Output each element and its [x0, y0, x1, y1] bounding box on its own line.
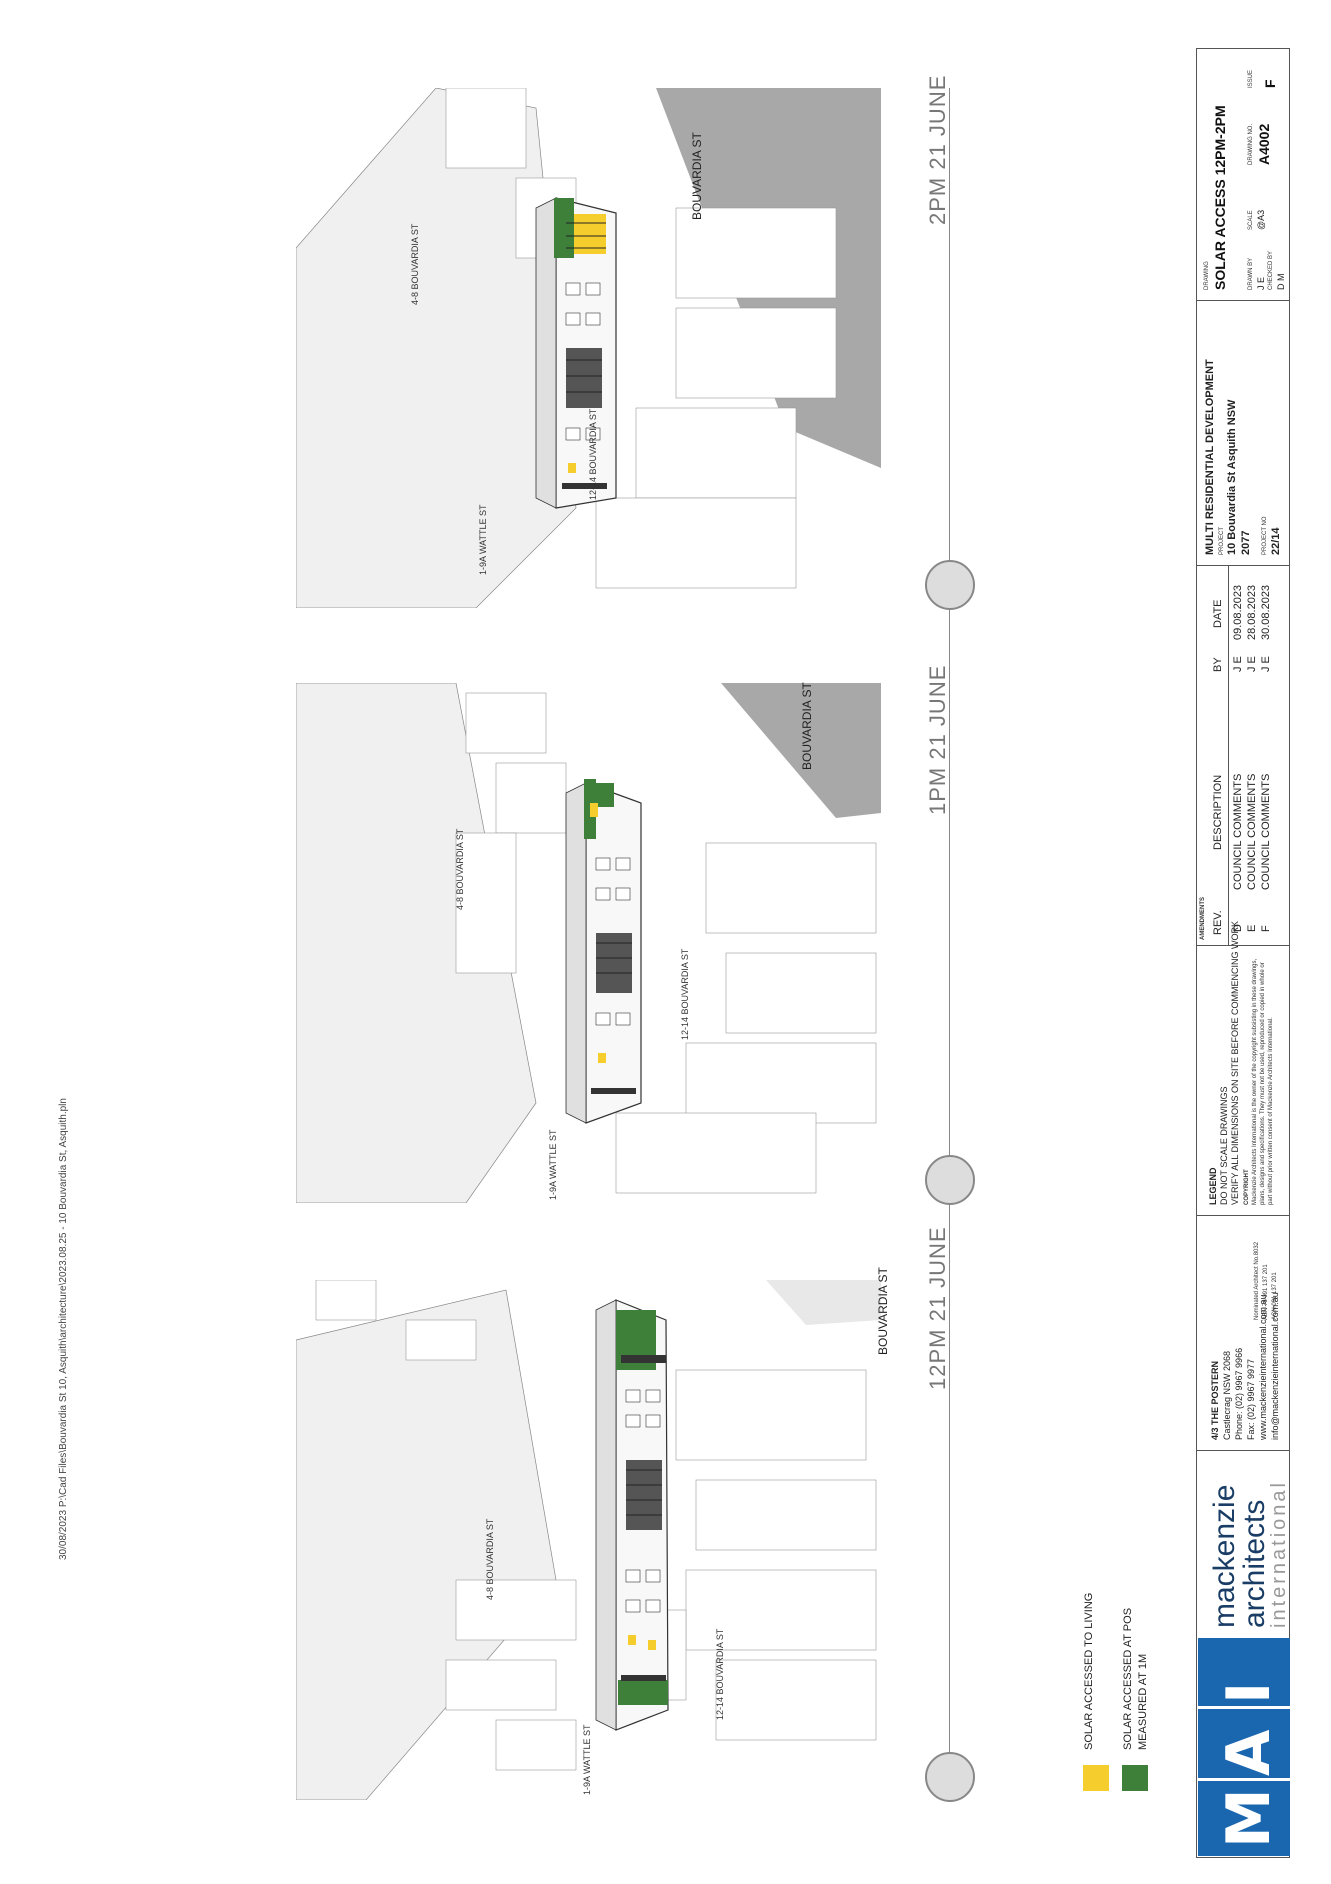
checked-by-label: CHECKED BY: [1268, 250, 1274, 290]
tb-sep-2: [1196, 1215, 1290, 1216]
address-line4: Fax: (02) 9967 9977: [1246, 1358, 1256, 1440]
project-no-label: PROJECT NO: [1262, 516, 1268, 555]
amend-row-1-by: J E: [1246, 656, 1258, 672]
project-address-line2: 2077: [1240, 530, 1252, 555]
legend-label-solar-pos: SOLAR ACCESSED AT POS: [1122, 1607, 1134, 1750]
drawing-label: DRAWING: [1204, 261, 1210, 290]
time-label-1pm: 1PM 21 JUNE: [925, 664, 950, 815]
street-label-bouvardia-12pm: BOUVARDIA ST: [876, 1267, 890, 1355]
address-line1: 4/3 THE POSTERN: [1210, 1360, 1220, 1440]
street-label-wattle-2pm: 1-9A WATTLE ST: [478, 504, 488, 575]
project-title: MULTI RESIDENTIAL DEVELOPMENT: [1204, 359, 1216, 555]
amendments-label: AMENDMENTS: [1200, 897, 1206, 940]
firm-name-line1: mackenzie: [1208, 1484, 1241, 1628]
registration-line3: ACN 091 137 201: [1272, 1272, 1278, 1320]
building-1pm: [565, 779, 642, 1124]
street-label-bouvardia-2pm: BOUVARDIA ST: [690, 132, 704, 220]
drawing-no-value: A4002: [1256, 123, 1272, 165]
timeline-marker-1pm: [925, 1155, 975, 1205]
solar-panel-2pm: [296, 88, 881, 608]
notes-line2: VERIFY ALL DIMENSIONS ON SITE BEFORE COM…: [1230, 920, 1240, 1205]
drawing-no-label: DRAWING NO.: [1248, 123, 1254, 165]
file-path-label: 30/08/2023 P:\Cad Files\Bouvardia St 10,…: [58, 1098, 69, 1560]
tb-sep-1: [1196, 1450, 1290, 1451]
checked-by-value: D M: [1276, 273, 1286, 291]
drawing-title: SOLAR ACCESS 12PM-2PM: [1212, 105, 1228, 290]
amend-row-0-date: 09.08.2023: [1232, 584, 1244, 640]
amend-row-2-rev: F: [1260, 925, 1272, 932]
amend-header-by: BY: [1212, 657, 1224, 672]
street-label-48-bouvardia-1pm: 4-8 BOUVARDIA ST: [455, 828, 465, 910]
solar-panel-1pm: [296, 683, 881, 1203]
street-label-1214-bouvardia-1pm: 12-14 BOUVARDIA ST: [680, 948, 690, 1040]
logo-letter-i: I: [1214, 1681, 1284, 1704]
copyright-line2: plans, designs and specifications. They …: [1260, 962, 1266, 1205]
drawn-by-label: DRAWN BY: [1248, 257, 1254, 290]
drawn-by-value: J E: [1256, 276, 1266, 290]
legend-label-solar-living: SOLAR ACCESSED TO LIVING: [1083, 1592, 1095, 1750]
legend-swatch-solar-living: [1083, 1765, 1109, 1791]
copyright-line1: Mackenzie Architects International is th…: [1252, 958, 1258, 1205]
amend-row-1-date: 28.08.2023: [1246, 584, 1258, 640]
building-2pm: [535, 197, 617, 509]
isometric-model-12pm: [296, 1280, 881, 1800]
amend-row-0-by: J E: [1232, 656, 1244, 672]
solar-panel-12pm: [296, 1280, 881, 1800]
time-label-12pm: 12PM 21 JUNE: [925, 1226, 950, 1390]
amend-header-rule: [1228, 565, 1229, 945]
isometric-model-2pm: [296, 88, 881, 608]
issue-label: ISSUE: [1248, 69, 1254, 88]
project-label: PROJECT: [1219, 526, 1225, 555]
logo-letter-m: M: [1214, 1788, 1284, 1848]
street-label-1214-bouvardia-2pm: 12-14 BOUVARDIA ST: [588, 408, 598, 500]
amend-header-desc: DESCRIPTION: [1212, 774, 1224, 850]
amend-header-rev: REV.: [1212, 910, 1224, 935]
registration-line2: ABN 76 091 137 201: [1263, 1264, 1269, 1320]
firm-name-line3: international: [1268, 1480, 1290, 1628]
registration-line1: Nominated Architect No.8032: [1254, 1241, 1260, 1320]
building-12pm: [595, 1299, 669, 1731]
isometric-model-1pm: [296, 683, 881, 1203]
logo-mark: M A I: [1198, 1638, 1290, 1856]
amend-header-date: DATE: [1212, 599, 1224, 628]
firm-name-line2: architects: [1238, 1499, 1271, 1628]
timeline-marker-2pm: [925, 560, 975, 610]
amend-row-2-by: J E: [1260, 656, 1272, 672]
copyright-heading: COPYRIGHT: [1244, 1169, 1250, 1205]
title-block-frame: [1196, 48, 1290, 1858]
amend-row-1-rev: E: [1246, 924, 1258, 932]
tb-sep-5: [1196, 300, 1290, 301]
amend-row-1-desc: COUNCIL COMMENTS: [1246, 773, 1258, 890]
issue-value: F: [1262, 79, 1278, 88]
notes-legend-heading: LEGEND: [1208, 1167, 1218, 1205]
scale-label: SCALE: [1248, 210, 1254, 230]
street-label-wattle-12pm: 1-9A WATTLE ST: [582, 1724, 592, 1795]
amend-row-0-desc: COUNCIL COMMENTS: [1232, 773, 1244, 890]
street-label-1214-bouvardia-12pm: 12-14 BOUVARDIA ST: [715, 1628, 725, 1720]
tb-sep-4: [1196, 565, 1290, 566]
scale-value: @A3: [1256, 209, 1266, 230]
amend-row-0-rev: D: [1232, 924, 1244, 932]
logo-divider-1: [1198, 1706, 1290, 1709]
legend-label-solar-pos-sub: MEASURED AT 1M: [1137, 1653, 1149, 1750]
logo-divider-2: [1198, 1778, 1290, 1781]
street-label-48-bouvardia-2pm: 4-8 BOUVARDIA ST: [410, 223, 420, 305]
timeline-axis: [949, 88, 950, 1798]
street-label-bouvardia-1pm: BOUVARDIA ST: [800, 682, 814, 770]
street-label-48-bouvardia-12pm: 4-8 BOUVARDIA ST: [485, 1518, 495, 1600]
legend-swatch-solar-pos: [1122, 1765, 1148, 1791]
amend-row-2-date: 30.08.2023: [1260, 584, 1272, 640]
address-line3: Phone: (02) 9967 9966: [1234, 1347, 1244, 1440]
address-line2: Castlecrag NSW 2068: [1222, 1350, 1232, 1440]
notes-line1: DO NOT SCALE DRAWINGS: [1219, 1086, 1229, 1205]
street-label-wattle-1pm: 1-9A WATTLE ST: [548, 1129, 558, 1200]
project-address-line1: 10 Bouvardia St Asquith NSW: [1226, 399, 1238, 555]
logo-letter-a: A: [1214, 1729, 1284, 1776]
project-no-value: 22/14: [1270, 527, 1282, 555]
time-label-2pm: 2PM 21 JUNE: [925, 74, 950, 225]
timeline-marker-12pm: [925, 1752, 975, 1802]
copyright-line3: part without prior written consent of Ma…: [1268, 1017, 1274, 1205]
amend-row-2-desc: COUNCIL COMMENTS: [1260, 773, 1272, 890]
tb-sep-3: [1196, 945, 1290, 946]
